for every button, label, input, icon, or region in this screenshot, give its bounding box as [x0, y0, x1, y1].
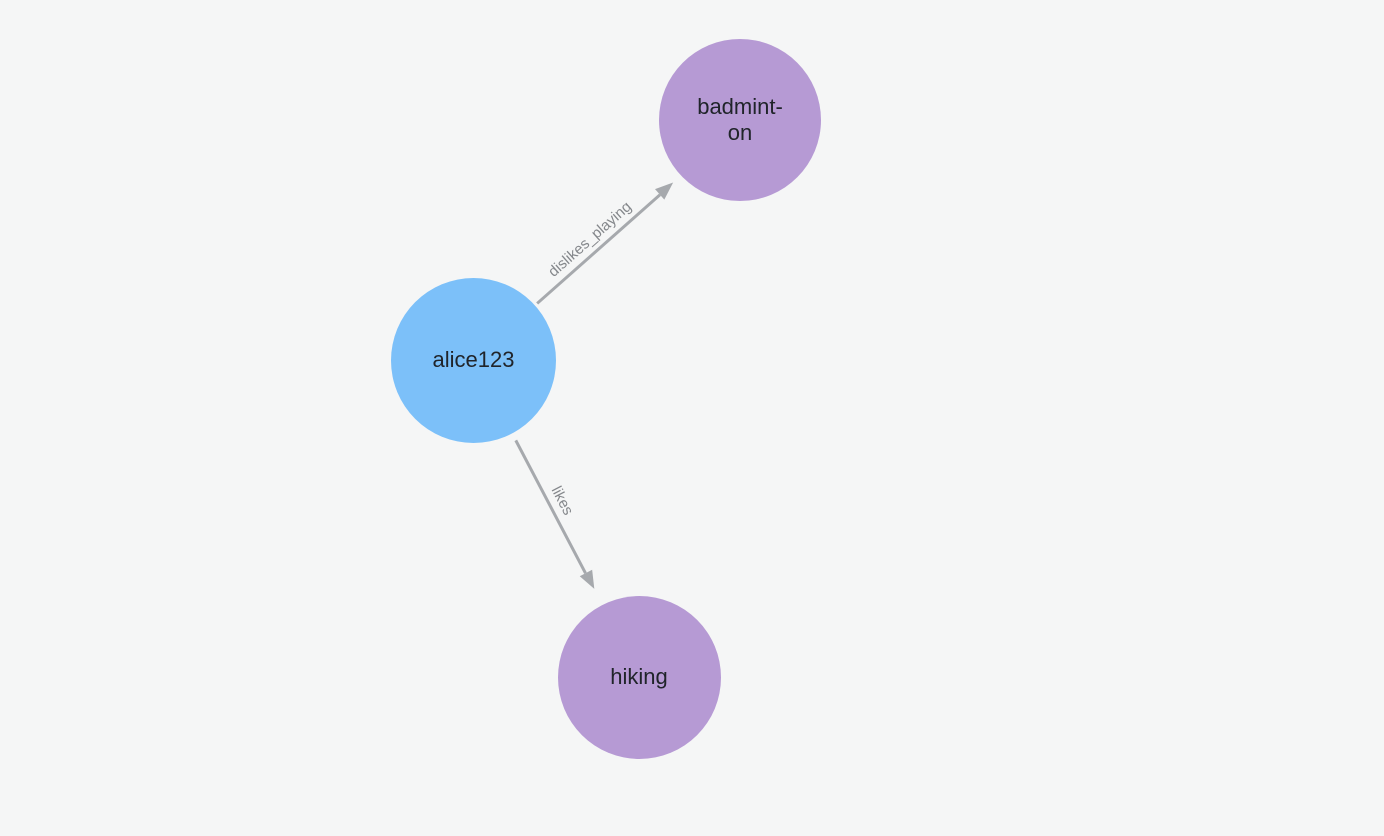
node-label-hiking: hiking	[610, 664, 668, 690]
node-label-badminton: badmint- on	[697, 94, 783, 145]
arrowhead-icon	[579, 569, 601, 592]
graph-edge-dislikes-playing[interactable]: dislikes_playing	[536, 177, 678, 304]
node-label-alice123: alice123	[432, 347, 515, 373]
graph-node-hiking[interactable]: hiking	[557, 595, 721, 759]
edge-label-likes: likes	[548, 483, 578, 518]
edge-label-dislikes-playing: dislikes_playing	[544, 197, 635, 280]
graph-edge-likes[interactable]: likes	[514, 439, 601, 592]
graph-node-badminton[interactable]: badmint- on	[659, 39, 821, 201]
graph-node-alice123[interactable]: alice123	[391, 277, 556, 443]
arrowhead-icon	[655, 177, 678, 200]
